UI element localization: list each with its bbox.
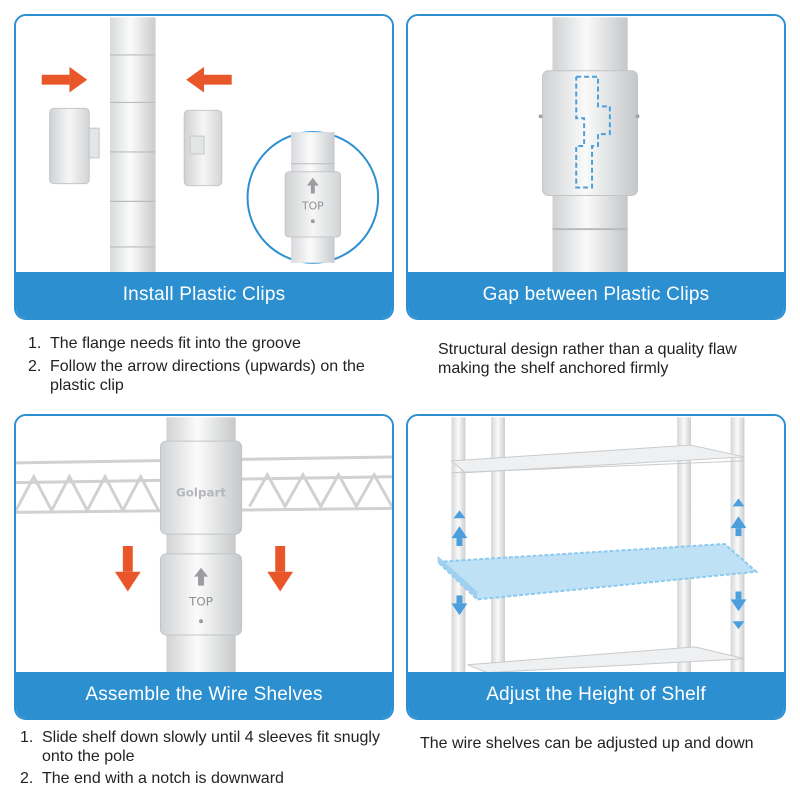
list-item: 1.Slide shelf down slowly until 4 sleeve… — [20, 729, 380, 765]
panel-install-plastic-clips: TOP Install Plastic Clips — [14, 14, 394, 320]
list-item: 1.The flange needs fit into the groove — [28, 335, 301, 352]
top-marking: TOP — [301, 199, 324, 212]
caption-install-plastic-clips: 1.The flange needs fit into the groove 2… — [28, 334, 400, 399]
list-item: 2.Follow the arrow directions (upwards) … — [28, 358, 365, 394]
panel-assemble-wire-shelves: Golpart TOP Assemble the Wire Shelves — [14, 414, 394, 720]
top-marking: TOP — [188, 594, 213, 608]
panel-title-gap-between-clips: Gap between Plastic Clips — [408, 272, 784, 318]
list-item: 2.The end with a notch is downward — [20, 770, 284, 787]
install-clips-illustration: TOP — [16, 16, 392, 274]
caption-gap-between-clips: Structural design rather than a quality … — [438, 341, 737, 377]
caption-adjust-shelf-height: The wire shelves can be adjusted up and … — [420, 735, 754, 752]
adjust-height-illustration — [408, 416, 784, 674]
brand-mark: Golpart — [176, 486, 226, 500]
panel-title-install-plastic-clips: Install Plastic Clips — [16, 272, 392, 318]
panel-adjust-shelf-height: Adjust the Height of Shelf — [406, 414, 786, 720]
gap-clips-illustration — [408, 16, 784, 274]
panel-title-assemble-wire-shelves: Assemble the Wire Shelves — [16, 672, 392, 718]
panel-title-adjust-shelf-height: Adjust the Height of Shelf — [408, 672, 784, 718]
panel-gap-between-clips: Gap between Plastic Clips — [406, 14, 786, 320]
assemble-shelves-illustration: Golpart TOP — [16, 416, 392, 674]
caption-assemble-wire-shelves: 1.Slide shelf down slowly until 4 sleeve… — [20, 728, 400, 791]
